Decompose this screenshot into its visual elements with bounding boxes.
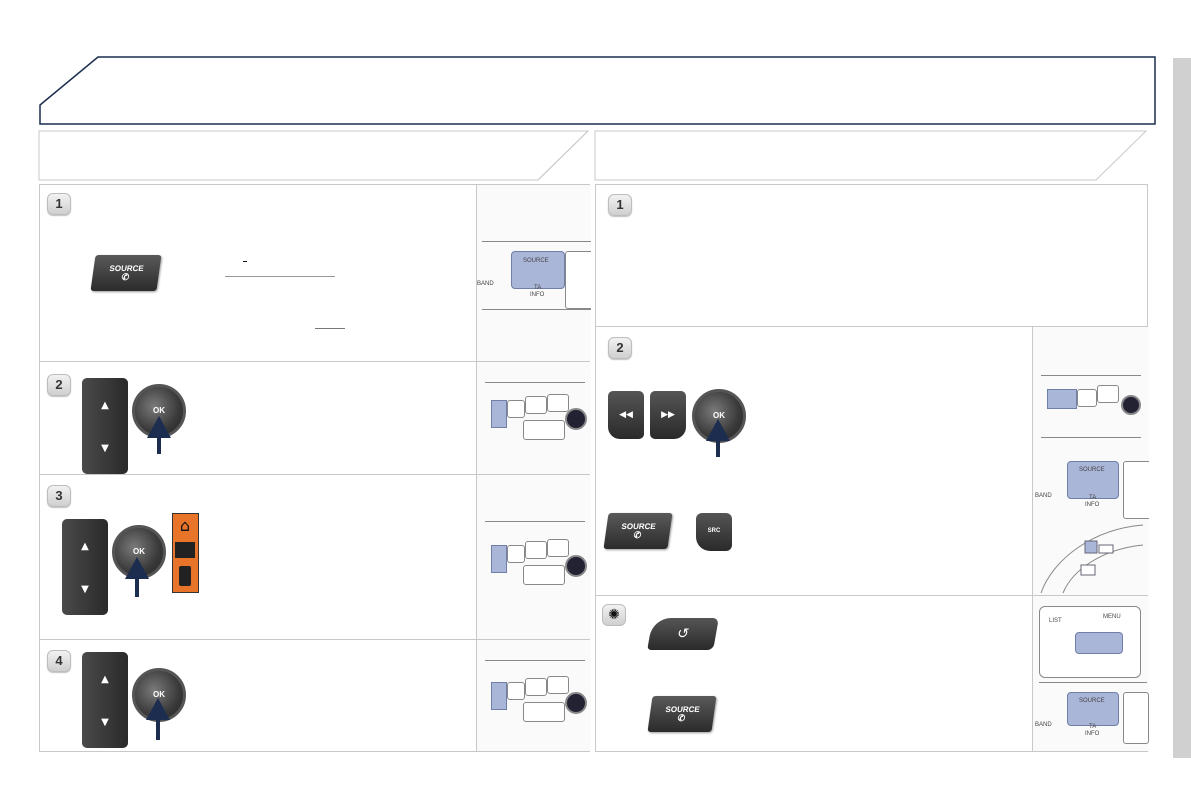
- press-arrow-icon: [125, 557, 149, 579]
- src-label: SRC: [707, 528, 721, 534]
- rewind-icon: ◀◀: [619, 410, 633, 420]
- thumb-ta-label: TA: [1089, 495, 1097, 501]
- thumb-source-label: SOURCE: [1079, 467, 1105, 473]
- left-step-2-panel: 2 ▲ ▼ OK: [39, 361, 591, 475]
- thumb-info-label: INFO: [530, 292, 545, 298]
- header-frame: [39, 56, 1156, 125]
- thumb-menu-label: MENU: [1103, 614, 1121, 620]
- thumb-panel-updown: [476, 640, 591, 751]
- source-label: SOURCE: [620, 522, 657, 531]
- thumb-band-label: BAND: [1035, 493, 1052, 499]
- press-arrow-stem: [157, 432, 161, 454]
- source-button[interactable]: SOURCE ✆: [603, 513, 673, 549]
- home-icon: ⌂: [176, 517, 194, 535]
- phone-icon: ✆: [632, 530, 642, 540]
- up-arrow-icon: ▲: [101, 674, 109, 685]
- phone-icon: ✆: [676, 713, 686, 723]
- source-label: SOURCE: [108, 264, 145, 273]
- thumb-info-label: INFO: [1085, 731, 1100, 737]
- press-arrow-stem: [156, 716, 160, 740]
- source-highlight: [511, 251, 565, 289]
- address-type-icons: ⌂: [172, 513, 199, 593]
- left-step-1-panel: 1 SOURCE ✆ SOURCE BAND TA INFO: [39, 184, 591, 362]
- steering-wheel-drawing: [1040, 524, 1144, 594]
- thumb-info-label: INFO: [1085, 502, 1100, 508]
- source-button[interactable]: SOURCE ✆: [647, 696, 717, 732]
- steering-src-button[interactable]: SRC: [696, 513, 732, 551]
- tip-lightbulb-icon: ✺: [602, 604, 626, 626]
- step-number-badge: 3: [47, 485, 71, 507]
- press-arrow-icon: [706, 419, 730, 441]
- right-section-header: [594, 130, 1148, 181]
- faded-text: [225, 276, 335, 277]
- left-step-3-panel: 3 ▲ ▼ OK ⌂: [39, 474, 591, 640]
- press-arrow-stem: [135, 573, 139, 597]
- rewind-button[interactable]: ◀◀: [608, 391, 644, 439]
- step-number-badge: 2: [608, 337, 632, 359]
- back-icon: ↺: [675, 626, 691, 642]
- faded-text: [315, 328, 345, 329]
- press-arrow-icon: [147, 416, 171, 438]
- up-down-buttons[interactable]: ▲ ▼: [82, 652, 128, 748]
- work-icon: [175, 542, 195, 558]
- thumb-back-panel: LIST MENU SOURCE BAND TA INFO: [1032, 596, 1149, 751]
- right-step-1-panel: 1: [595, 184, 1148, 327]
- thumb-radio-source: SOURCE BAND TA INFO: [476, 185, 591, 361]
- down-arrow-icon: ▼: [81, 584, 89, 595]
- thumb-list-label: LIST: [1049, 618, 1062, 624]
- thumb-source-label: SOURCE: [523, 258, 549, 264]
- back-button[interactable]: ↺: [647, 618, 719, 650]
- thumb-panel-updown: [476, 475, 591, 639]
- left-step-4-panel: 4 ▲ ▼ OK: [39, 639, 591, 752]
- step-number-badge: 2: [47, 374, 71, 396]
- forward-button[interactable]: ▶▶: [650, 391, 686, 439]
- up-down-buttons[interactable]: ▲ ▼: [62, 519, 108, 615]
- source-button[interactable]: SOURCE ✆: [90, 255, 162, 291]
- press-arrow-stem: [716, 437, 720, 457]
- up-down-buttons[interactable]: ▲ ▼: [82, 378, 128, 474]
- right-step-2-panel: 2 ◀◀ ▶▶ OK SOURCE ✆ SRC SOURCE BAND TA I…: [595, 326, 1149, 596]
- thumb-ta-label: TA: [534, 285, 542, 291]
- up-arrow-icon: ▲: [81, 541, 89, 552]
- faded-text: [243, 261, 247, 262]
- phone-icon: ✆: [120, 272, 130, 282]
- press-arrow-icon: [146, 698, 170, 720]
- forward-icon: ▶▶: [661, 410, 675, 420]
- mobile-icon: [179, 566, 191, 586]
- thumb-seek-panel: SOURCE BAND TA INFO: [1032, 327, 1149, 595]
- thumb-panel-updown: [476, 362, 591, 474]
- thumb-ta-label: TA: [1089, 724, 1097, 730]
- down-arrow-icon: ▼: [101, 443, 109, 454]
- thumb-source-label: SOURCE: [1079, 698, 1105, 704]
- step-number-badge: 1: [608, 194, 632, 216]
- down-arrow-icon: ▼: [101, 717, 109, 728]
- step-number-badge: 4: [47, 650, 71, 672]
- right-tip-panel: ✺ ↺ SOURCE ✆ LIST MENU SOURCE BAND TA IN…: [595, 595, 1149, 752]
- ok-button[interactable]: OK: [132, 384, 186, 438]
- thumb-band-label: BAND: [1035, 722, 1052, 728]
- thumb-band-label: BAND: [477, 281, 494, 287]
- source-label: SOURCE: [664, 705, 701, 714]
- page-side-bar: [1173, 58, 1191, 758]
- up-arrow-icon: ▲: [101, 400, 109, 411]
- left-section-header: [38, 130, 590, 181]
- step-number-badge: 1: [47, 193, 71, 215]
